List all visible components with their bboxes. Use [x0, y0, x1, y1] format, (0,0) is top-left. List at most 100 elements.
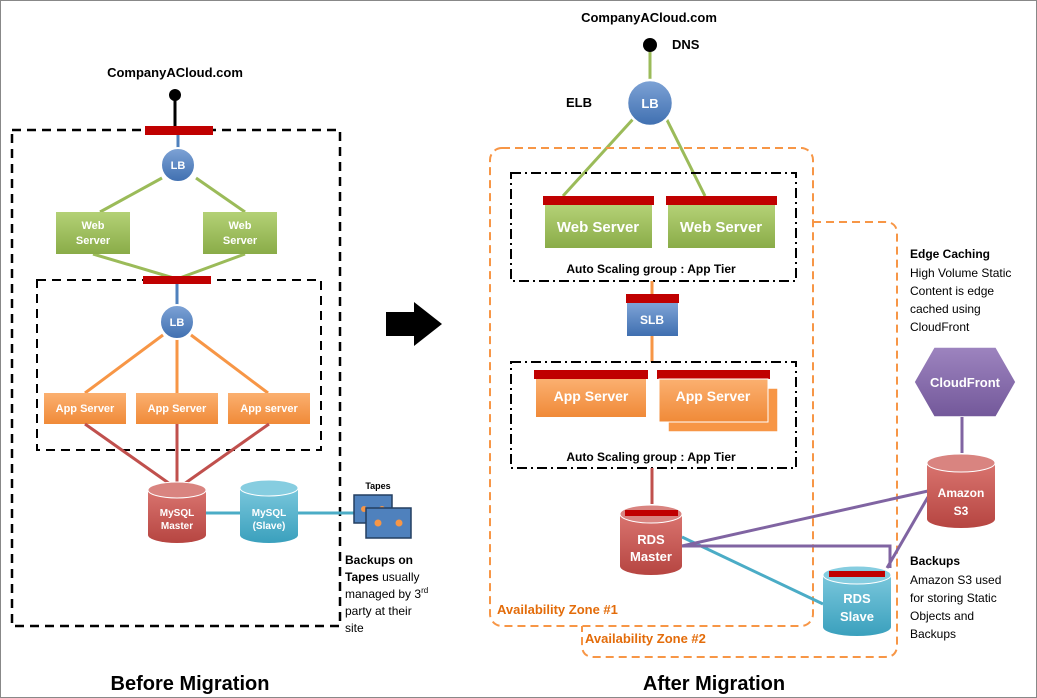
edge-caching-text: cached using — [910, 302, 981, 316]
web-server-label: Server — [223, 235, 258, 247]
web-server-label: Web — [81, 220, 104, 232]
rds-master-label: RDS — [637, 532, 665, 547]
connector — [681, 489, 929, 548]
connector — [176, 252, 246, 281]
backup-note-text: managed by 3 — [345, 587, 421, 601]
app-server-label: App server — [240, 403, 298, 415]
edge-caching-title: Edge Caching — [910, 247, 990, 261]
backups-text: for storing Static — [910, 591, 997, 605]
elb-label: ELB — [566, 95, 592, 110]
after-app-server-2 — [658, 378, 769, 423]
cloudfront-label: CloudFront — [930, 375, 1001, 390]
before-inner-lb-bar — [143, 276, 211, 284]
connector — [190, 333, 269, 395]
connector — [84, 333, 164, 395]
rds-slave-db-icon — [822, 565, 892, 636]
rds-slave-label: Slave — [840, 609, 874, 624]
web-server-label: Server — [76, 235, 111, 247]
amazon-s3-label: Amazon — [938, 486, 985, 500]
amazon-s3-storage-icon — [926, 453, 996, 528]
connector — [561, 116, 636, 198]
slb-node — [627, 303, 678, 336]
mysql-master-db-icon — [147, 481, 207, 543]
web-server-label: Web Server — [557, 219, 639, 236]
connector — [84, 422, 171, 486]
before-app-server-1 — [44, 393, 126, 424]
connector — [681, 535, 824, 606]
backup-note-line1: Backups on — [345, 553, 413, 567]
mysql-slave-label: (Slave) — [253, 521, 286, 532]
slb-label: SLB — [640, 313, 664, 327]
edge-caching-text: CloudFront — [910, 320, 970, 334]
after-domain-label: CompanyACloud.com — [581, 10, 717, 25]
before-migration-section: CompanyACloud.com LB Web Server Web Serv… — [10, 65, 428, 695]
before-dns-dot-icon — [169, 89, 181, 101]
backup-note-line5: site — [345, 621, 364, 635]
availability-zone-2-box — [581, 221, 898, 658]
app-autoscaling-group-box — [510, 361, 797, 469]
before-app-server-2 — [136, 393, 218, 424]
rds-master-label: Master — [630, 549, 672, 564]
app-server-label: App Server — [148, 403, 207, 415]
after-app-server-1 — [536, 379, 646, 417]
before-inner-lb-node — [159, 304, 195, 340]
connector — [195, 176, 246, 214]
before-app-server-3 — [228, 393, 310, 424]
after-migration-title: After Migration — [643, 673, 785, 695]
elb-node-label: LB — [641, 96, 658, 111]
connector — [183, 422, 270, 486]
connector — [92, 252, 178, 281]
web-server-bar — [666, 196, 777, 205]
backup-note-line2: Tapes usually — [345, 570, 419, 584]
availability-zone-2-label: Availability Zone #2 — [585, 631, 706, 646]
cloudfront-node — [913, 346, 1017, 418]
before-datacenter-box — [10, 128, 342, 628]
edge-caching-text: High Volume Static — [910, 266, 1011, 280]
elb-node — [625, 78, 675, 128]
backup-note-line3: managed by 3rd — [345, 586, 428, 601]
app-server-bar — [657, 370, 770, 379]
after-web-server-2 — [668, 205, 775, 248]
tapes-icon — [353, 494, 412, 539]
dns-label: DNS — [672, 37, 700, 52]
app-server-label: App Server — [554, 388, 629, 404]
rds-master-db-icon — [619, 504, 683, 575]
mysql-master-label: Master — [161, 521, 193, 532]
backups-text: Backups — [910, 627, 956, 641]
migration-arrow-icon — [386, 302, 442, 346]
availability-zone-1-box — [489, 147, 814, 627]
before-web-server-1 — [56, 212, 130, 254]
tapes-label: Tapes — [365, 481, 390, 491]
after-dns-dot-icon — [643, 38, 657, 52]
connector — [99, 176, 163, 214]
backups-text: Objects and — [910, 609, 974, 623]
mysql-slave-db-icon — [239, 479, 299, 543]
app-server-bar — [534, 370, 648, 379]
web-asg-label: Auto Scaling group : App Tier — [566, 262, 736, 276]
connector — [664, 117, 707, 197]
before-top-lb-bar — [145, 126, 213, 135]
edge-caching-text: Content is edge — [910, 284, 994, 298]
app-server-label: App Server — [56, 403, 115, 415]
amazon-s3-label: S3 — [954, 504, 969, 518]
web-server-label: Web — [228, 220, 251, 232]
after-web-server-1 — [545, 205, 652, 248]
before-migration-title: Before Migration — [111, 673, 270, 695]
backup-note-bold: Tapes — [345, 570, 379, 584]
backups-text: Amazon S3 used — [910, 573, 1001, 587]
connector — [682, 544, 892, 568]
mysql-master-label: MySQL — [160, 508, 194, 519]
before-domain-label: CompanyACloud.com — [107, 65, 243, 80]
before-web-server-2 — [203, 212, 277, 254]
web-server-label: Web Server — [680, 219, 762, 236]
backup-note-rest: usually — [379, 570, 420, 584]
backup-note-line4: party at their — [345, 604, 412, 618]
before-lb-node — [160, 147, 196, 183]
backups-title: Backups — [910, 554, 960, 568]
availability-zone-1-label: Availability Zone #1 — [497, 602, 618, 617]
app-server-label: App Server — [676, 388, 751, 404]
slb-bar — [626, 294, 679, 303]
backup-note-sup: rd — [421, 586, 428, 595]
connector — [885, 496, 930, 569]
